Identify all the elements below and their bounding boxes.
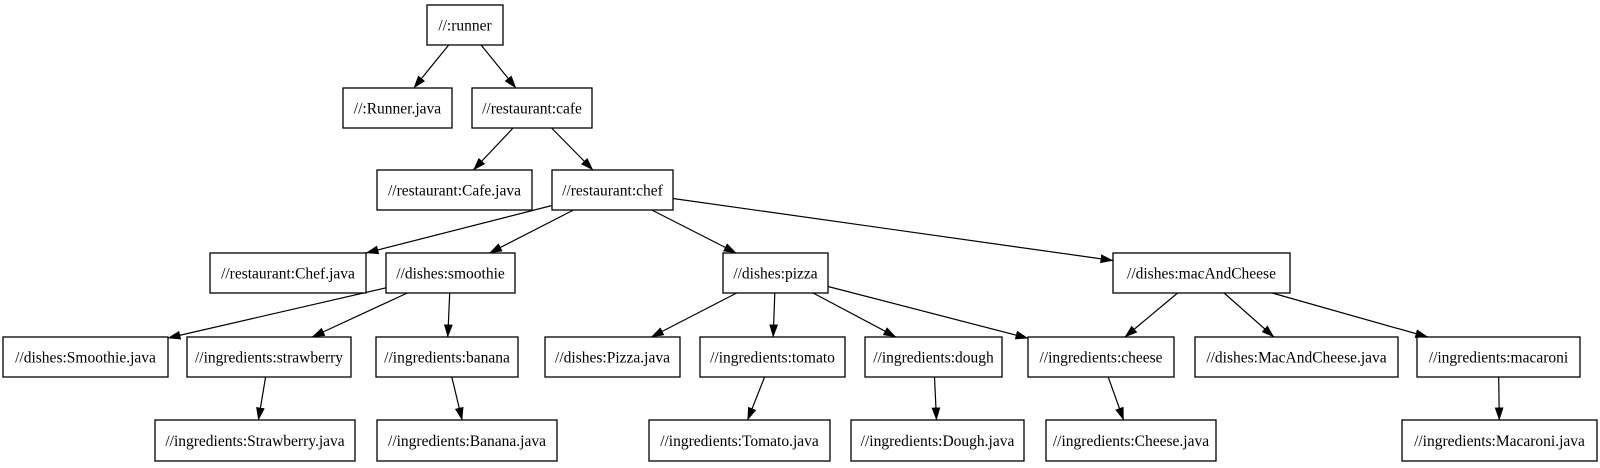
edge-chef-to-smoothie — [489, 209, 574, 254]
node-label-banana_java: //ingredients:Banana.java — [388, 433, 546, 450]
node-pizza_java: //dishes:Pizza.java — [544, 336, 681, 378]
edge-macandcheese-to-cheese — [1124, 292, 1178, 338]
edge-pizza-to-dough — [812, 292, 897, 338]
node-pizza: //dishes:pizza — [722, 252, 829, 294]
node-box-cafe — [471, 87, 593, 129]
node-label-macandcheese_java: //dishes:MacAndCheese.java — [1206, 350, 1386, 367]
node-banana_java: //ingredients:Banana.java — [376, 419, 558, 462]
node-label-runner: //:runner — [438, 18, 492, 35]
node-tomato_java: //ingredients:Tomato.java — [648, 419, 831, 462]
node-chef_java: //restaurant:Chef.java — [209, 252, 367, 294]
node-chef: //restaurant:chef — [551, 169, 674, 211]
node-label-cafe: //restaurant:cafe — [482, 101, 582, 118]
node-box-pizza — [722, 252, 829, 294]
node-box-smoothie_java — [2, 336, 169, 378]
node-label-tomato_java: //ingredients:Tomato.java — [660, 433, 819, 450]
edge-cheese-to-cheese_java — [1107, 376, 1125, 421]
node-box-strawberry — [186, 336, 352, 378]
edge-macandcheese-to-macandcheese_java — [1223, 292, 1275, 338]
edge-macaroni-to-macaroni_java — [1494, 376, 1504, 421]
node-box-smoothie — [385, 252, 516, 294]
edge-chef-to-chef_java — [365, 204, 553, 255]
node-banana: //ingredients:banana — [375, 336, 519, 378]
node-label-strawberry: //ingredients:strawberry — [195, 350, 343, 367]
edge-pizza-to-cheese — [827, 285, 1029, 340]
edge-pizza-to-pizza_java — [650, 292, 737, 338]
edge-tomato-to-tomato_java — [747, 376, 766, 421]
edge-cafe-to-cafe_java — [472, 127, 514, 171]
node-label-macaroni: //ingredients:macaroni — [1429, 350, 1569, 367]
node-macandcheese_java: //dishes:MacAndCheese.java — [1194, 336, 1399, 378]
node-box-cafe_java — [376, 169, 533, 211]
node-box-tomato — [699, 336, 846, 378]
node-box-tomato_java — [648, 419, 831, 462]
edge-dough-to-dough_java — [931, 376, 941, 421]
node-strawberry_java: //ingredients:Strawberry.java — [154, 419, 356, 462]
node-box-pizza_java — [544, 336, 681, 378]
node-label-smoothie: //dishes:smoothie — [396, 266, 505, 283]
node-label-macandcheese: //dishes:macAndCheese — [1127, 266, 1276, 283]
edge-smoothie-to-strawberry — [311, 292, 408, 338]
node-macaroni: //ingredients:macaroni — [1416, 336, 1581, 378]
node-label-banana: //ingredients:banana — [384, 350, 510, 367]
node-label-chef: //restaurant:chef — [562, 183, 664, 200]
edge-chef-to-macandcheese — [672, 197, 1114, 264]
node-runner_java: //:Runner.java — [342, 87, 453, 129]
edge-strawberry-to-strawberry_java — [256, 376, 267, 421]
node-label-strawberry_java: //ingredients:Strawberry.java — [165, 433, 344, 450]
edge-smoothie-to-banana — [443, 292, 453, 338]
edge-cafe-to-chef — [551, 127, 594, 171]
node-macandcheese: //dishes:macAndCheese — [1112, 252, 1291, 294]
node-box-macandcheese_java — [1194, 336, 1399, 378]
node-smoothie: //dishes:smoothie — [385, 252, 516, 294]
node-label-dough_java: //ingredients:Dough.java — [861, 433, 1015, 450]
node-box-runner_java — [342, 87, 453, 129]
node-label-smoothie_java: //dishes:Smoothie.java — [15, 350, 156, 367]
nodes-layer: //:runner //:Runner.java //restaurant:cafe… — [2, 4, 1598, 462]
node-label-pizza: //dishes:pizza — [733, 266, 817, 283]
node-box-macaroni — [1416, 336, 1581, 378]
edges-layer — [167, 44, 1504, 421]
node-runner: //:runner — [426, 4, 504, 46]
edge-banana-to-banana_java — [451, 376, 464, 421]
node-label-cafe_java: //restaurant:Cafe.java — [388, 183, 521, 200]
edge-pizza-to-tomato — [769, 292, 779, 338]
node-box-cheese_java — [1045, 419, 1217, 462]
node-cafe: //restaurant:cafe — [471, 87, 593, 129]
node-label-cheese: //ingredients:cheese — [1039, 350, 1162, 367]
node-label-macaroni_java: //ingredients:Macaroni.java — [1414, 433, 1585, 450]
edge-smoothie-to-smoothie_java — [167, 287, 387, 340]
node-box-macandcheese — [1112, 252, 1291, 294]
node-label-pizza_java: //dishes:Pizza.java — [555, 350, 670, 367]
node-box-chef — [551, 169, 674, 211]
node-box-cheese — [1027, 336, 1175, 378]
node-label-chef_java: //restaurant:Chef.java — [221, 266, 355, 283]
edge-chef-to-pizza — [651, 209, 737, 254]
node-box-dough — [864, 336, 1003, 378]
node-box-chef_java — [209, 252, 367, 294]
edge-runner-to-runner_java — [413, 44, 450, 89]
node-box-macaroni_java — [1401, 419, 1598, 462]
node-dough: //ingredients:dough — [864, 336, 1003, 378]
edge-macandcheese-to-macaroni — [1272, 292, 1429, 338]
node-label-tomato: //ingredients:tomato — [710, 350, 835, 367]
node-cafe_java: //restaurant:Cafe.java — [376, 169, 533, 211]
node-label-cheese_java: //ingredients:Cheese.java — [1053, 433, 1209, 450]
node-strawberry: //ingredients:strawberry — [186, 336, 352, 378]
node-label-runner_java: //:Runner.java — [354, 101, 442, 118]
node-cheese: //ingredients:cheese — [1027, 336, 1175, 378]
node-box-dough_java — [850, 419, 1025, 462]
node-cheese_java: //ingredients:Cheese.java — [1045, 419, 1217, 462]
node-tomato: //ingredients:tomato — [699, 336, 846, 378]
node-macaroni_java: //ingredients:Macaroni.java — [1401, 419, 1598, 462]
node-label-dough: //ingredients:dough — [873, 350, 994, 367]
node-dough_java: //ingredients:Dough.java — [850, 419, 1025, 462]
node-box-runner — [426, 4, 504, 46]
node-box-strawberry_java — [154, 419, 356, 462]
edge-runner-to-cafe — [480, 44, 517, 89]
node-box-banana — [375, 336, 519, 378]
node-smoothie_java: //dishes:Smoothie.java — [2, 336, 169, 378]
node-box-banana_java — [376, 419, 558, 462]
